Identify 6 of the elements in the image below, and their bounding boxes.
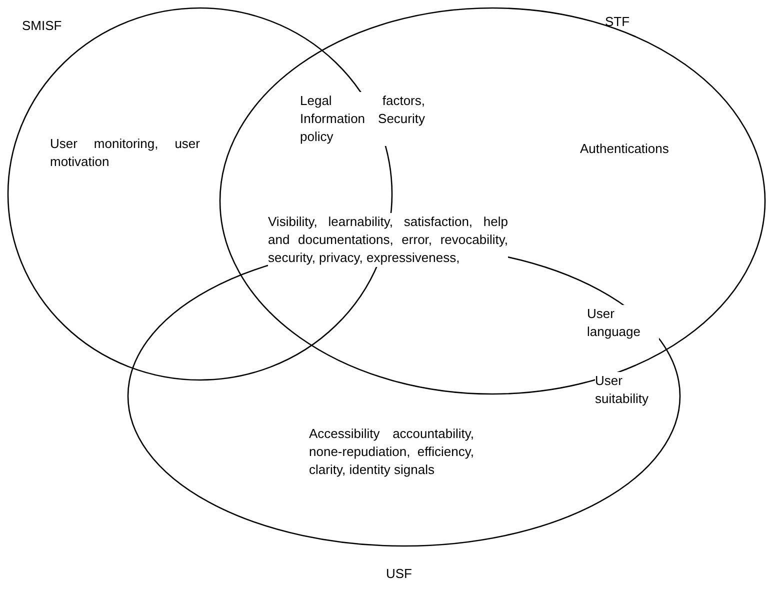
set-label: USF [386, 566, 412, 581]
region-text: User language [587, 305, 659, 341]
set-label: SMISF [22, 18, 62, 33]
set-label: STF [605, 14, 630, 29]
region-text: Visibility, learnability, satisfaction, help and documentations, error, revocability, security, privacy, expressiveness, [268, 213, 508, 267]
region-text: Legal factors, Information Security policy [300, 92, 425, 146]
